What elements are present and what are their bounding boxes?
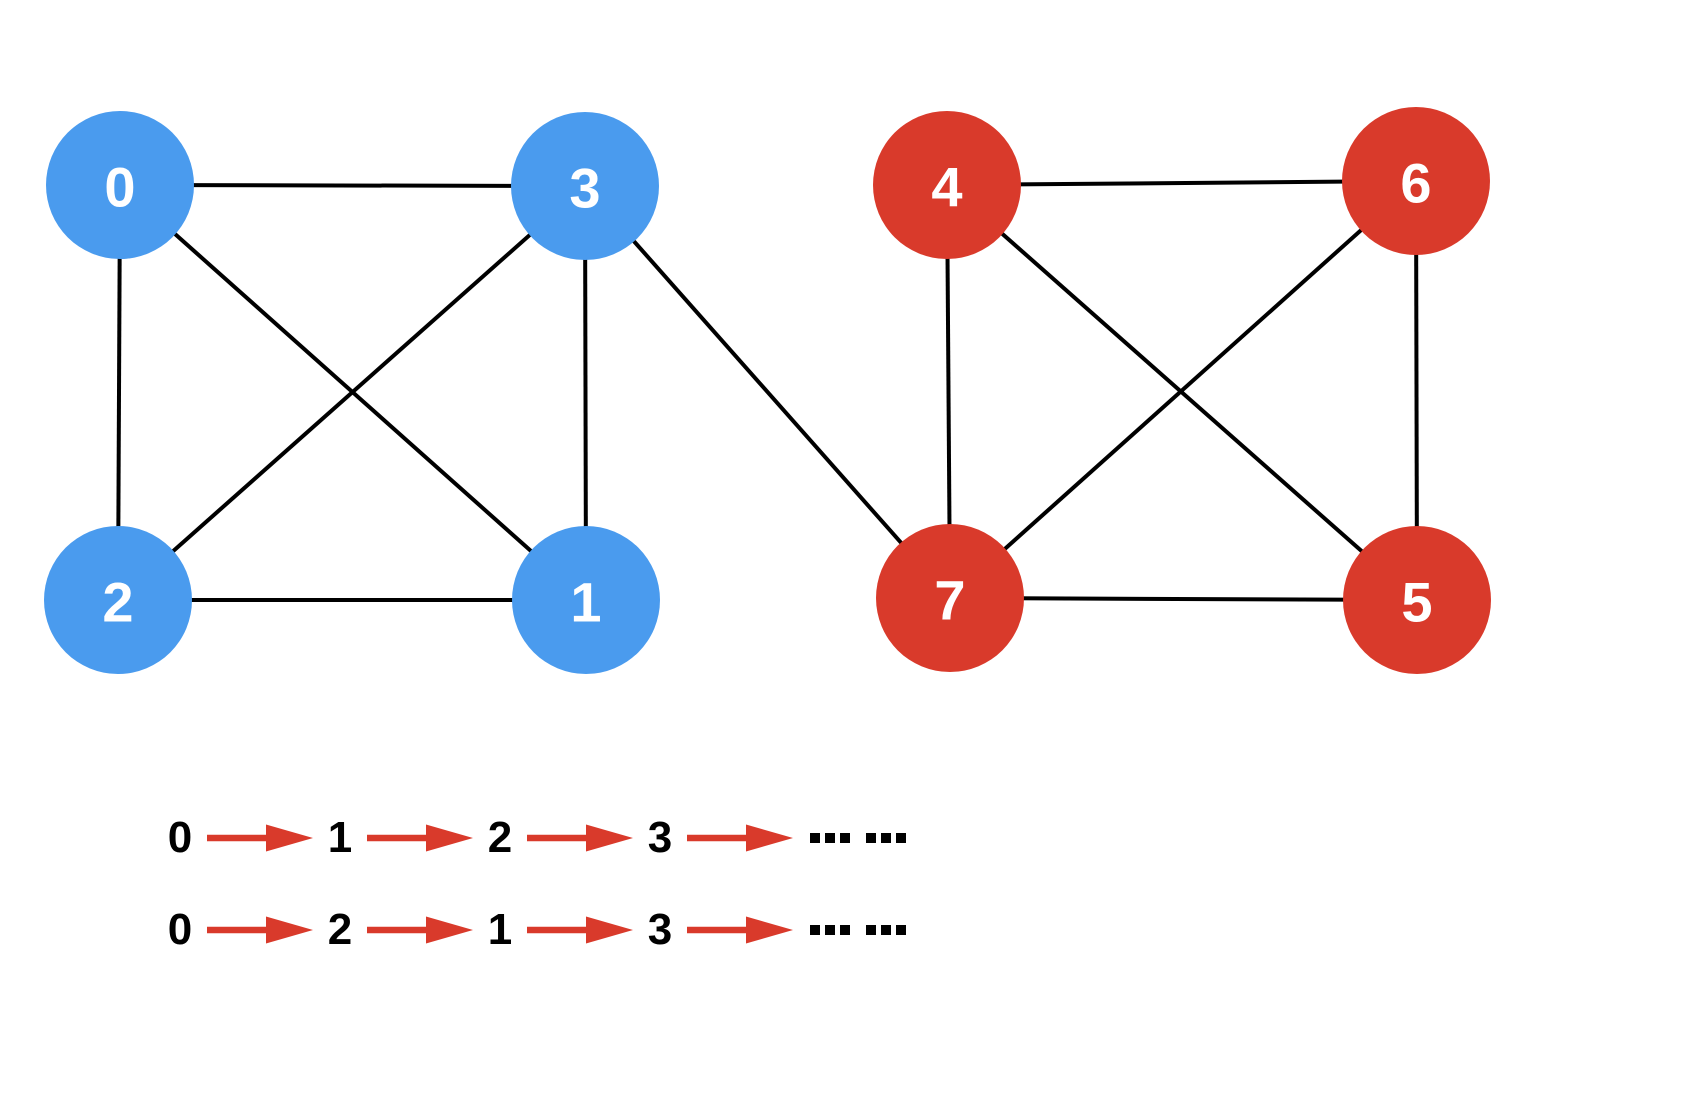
node-5: 5 (1343, 526, 1491, 674)
arrow-right-icon (687, 824, 793, 852)
node-1: 1 (512, 526, 660, 674)
node-label: 0 (104, 156, 135, 219)
ellipsis-square (866, 925, 876, 935)
node-label: 4 (931, 156, 962, 219)
node-circle (511, 112, 659, 260)
arrow-right-icon (527, 824, 633, 852)
node-circle (876, 524, 1024, 672)
ellipsis-square (825, 833, 835, 843)
sequence-step: 1 (327, 813, 353, 862)
ellipsis-square (881, 833, 891, 843)
ellipsis-group-gap (855, 838, 861, 839)
ellipsis-square (866, 833, 876, 843)
edge-0-3 (119, 183, 586, 188)
node-circle (46, 111, 194, 259)
sequence-step: 3 (647, 905, 673, 954)
sequence-ellipsis (810, 925, 906, 935)
ellipsis-square (840, 833, 850, 843)
ellipsis-square (896, 833, 906, 843)
node-6: 6 (1342, 107, 1490, 255)
sequence-row-1: 0 1 2 3 (166, 810, 906, 866)
ellipsis-square (840, 925, 850, 935)
sequence-step: 2 (327, 905, 353, 954)
arrow-right-icon (527, 916, 633, 944)
sequence-row-2: 0 2 1 3 (166, 902, 906, 958)
node-2: 2 (44, 526, 192, 674)
edge-4-6 (946, 179, 1417, 187)
node-label: 2 (102, 571, 133, 634)
ellipsis-square (810, 925, 820, 935)
node-circle (1342, 107, 1490, 255)
node-4: 4 (873, 111, 1021, 259)
graph-edges (116, 179, 1419, 602)
sequence-step: 0 (167, 905, 193, 954)
sequence-ellipsis (810, 833, 906, 843)
node-circle (873, 111, 1021, 259)
node-7: 7 (876, 524, 1024, 672)
graph-nodes: 0 3 4 6 2 1 7 5 (44, 107, 1491, 674)
node-label: 3 (569, 157, 600, 220)
edge-3-2 (116, 184, 587, 602)
sequence-step: 2 (487, 813, 513, 862)
sequence-step: 0 (167, 813, 193, 862)
arrow-right-icon (687, 916, 793, 944)
arrow-right-icon (207, 916, 313, 944)
node-3: 3 (511, 112, 659, 260)
ellipsis-group-gap (855, 930, 861, 931)
arrow-right-icon (367, 916, 473, 944)
arrow-right-icon (367, 824, 473, 852)
node-circle (512, 526, 660, 674)
sequence-step: 1 (487, 905, 513, 954)
node-label: 6 (1400, 152, 1431, 215)
sequence-step: 3 (647, 813, 673, 862)
ellipsis-square (810, 833, 820, 843)
ellipsis-square (896, 925, 906, 935)
edge-7-5 (949, 596, 1418, 602)
ellipsis-square (825, 925, 835, 935)
node-0: 0 (46, 111, 194, 259)
arrow-right-icon (207, 824, 313, 852)
ellipsis-square (881, 925, 891, 935)
node-circle (1343, 526, 1491, 674)
node-label: 5 (1401, 571, 1432, 634)
node-circle (44, 526, 192, 674)
edge-3-7 (583, 184, 952, 600)
edge-6-7 (948, 179, 1418, 600)
node-label: 1 (570, 571, 601, 634)
node-label: 7 (934, 569, 965, 632)
